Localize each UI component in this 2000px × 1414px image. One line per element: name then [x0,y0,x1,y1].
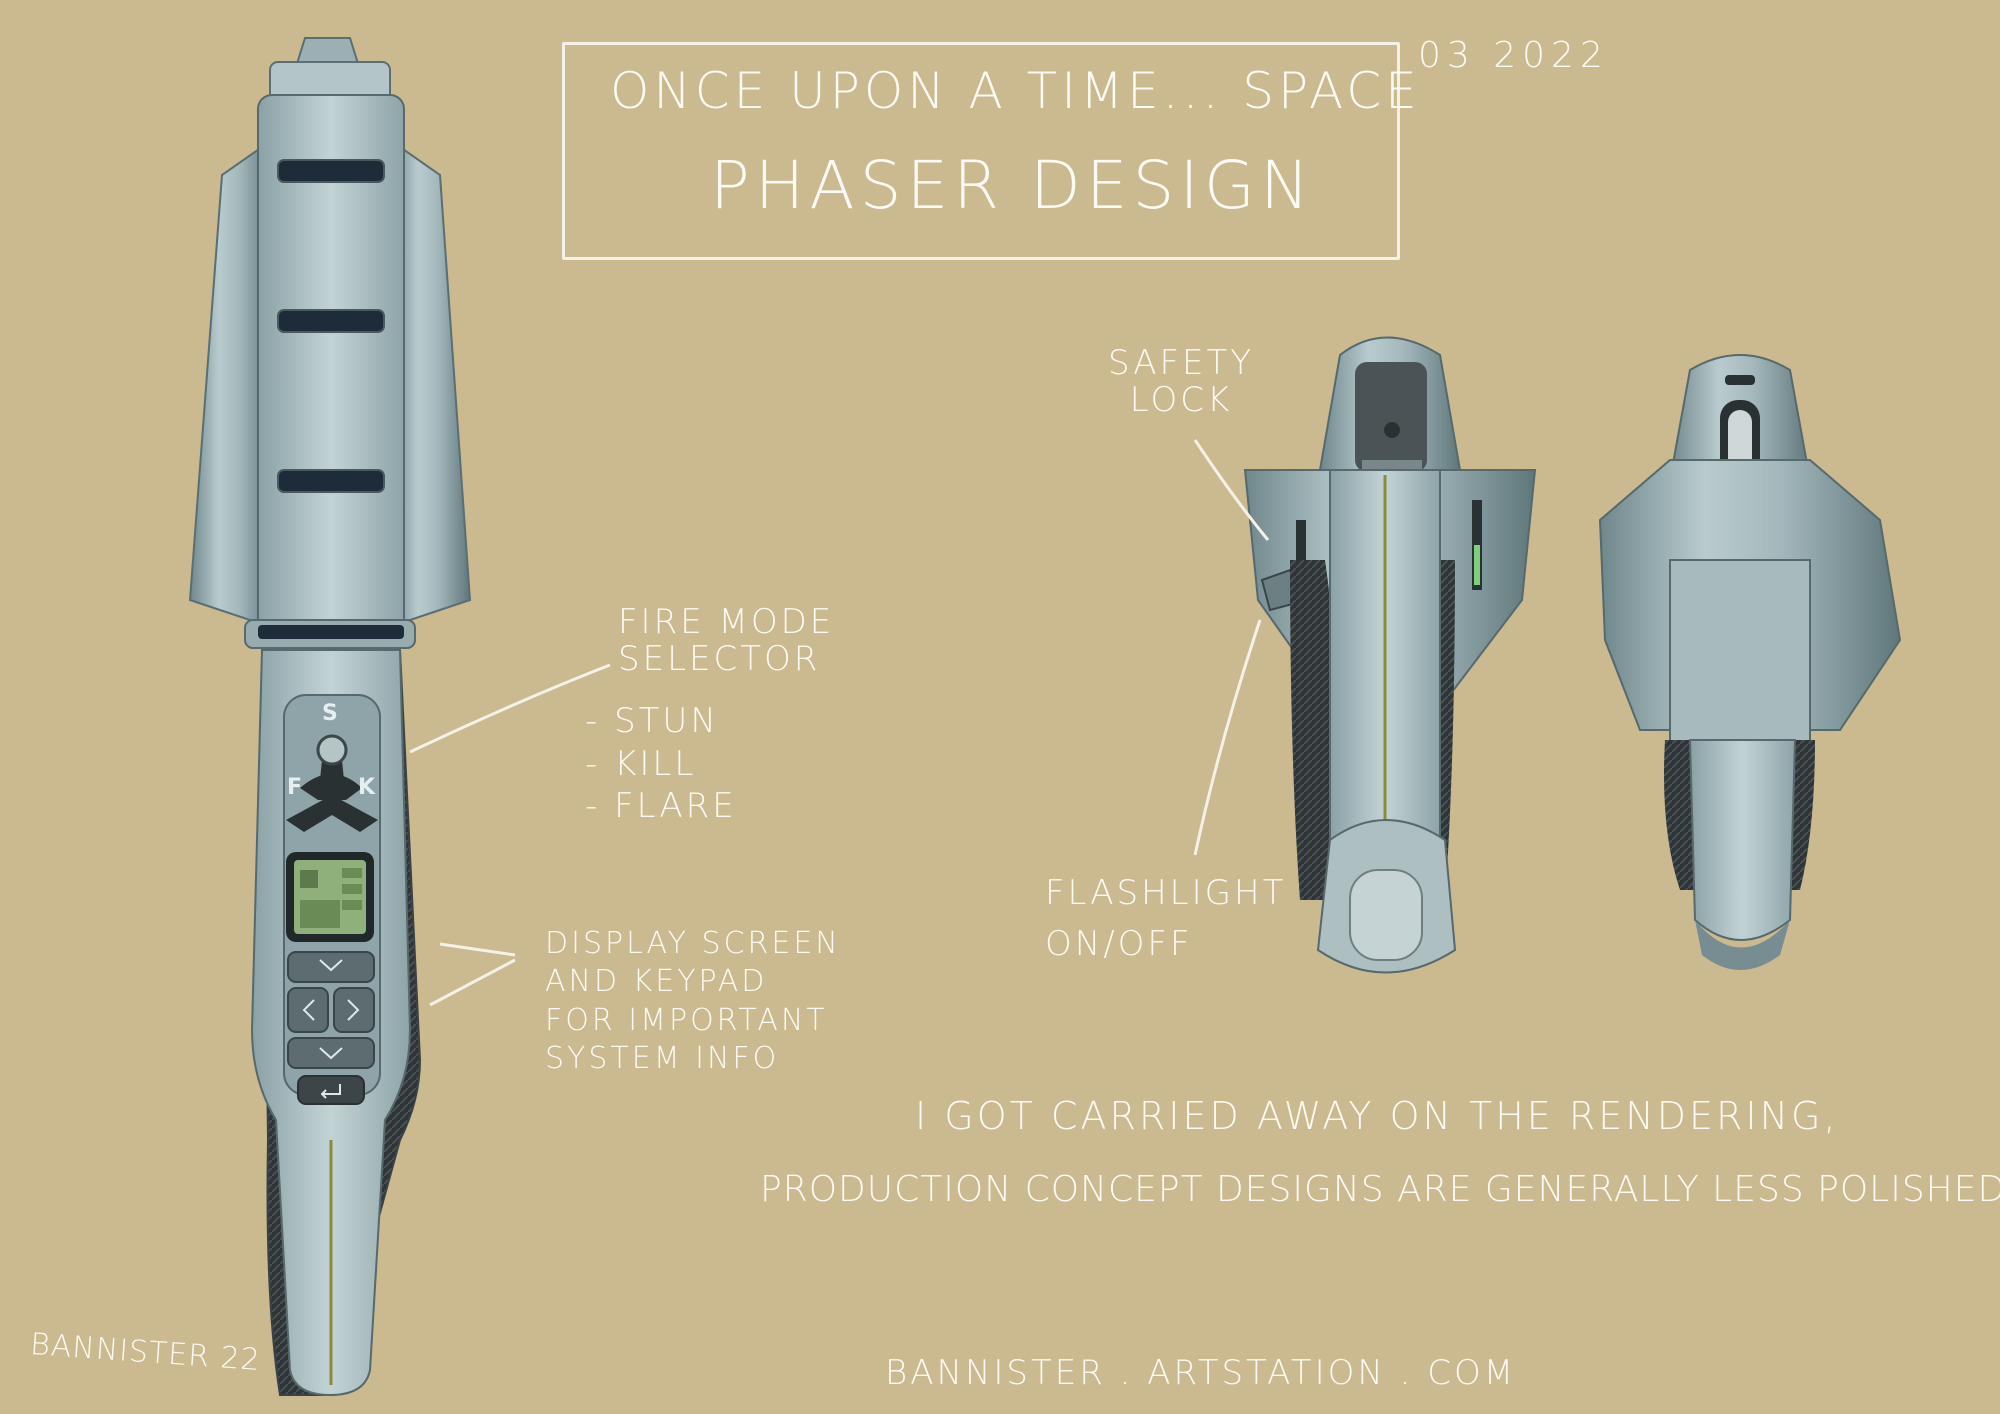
fire-mode-option-flare: - FLARE [585,786,737,826]
fire-mode-option-kill: - KILL [585,743,697,784]
note-line-1: I GOT CARRIED AWAY ON THE RENDERING, [915,1094,1839,1138]
selector-letter-kill: K [358,775,379,800]
fire-mode-heading-1: FIRE MODE [618,602,835,642]
safety-label-line-2: LOCK [1129,380,1233,421]
fire-mode-label: FIRE MODE SELECTOR [618,602,835,680]
flashlight-label-line-1: FLASHLIGHT [1045,873,1287,913]
phaser-back-view [1598,354,1902,970]
phaser-top-view [188,37,472,1397]
title-box [562,42,1400,260]
display-label-line-3: FOR IMPORTANT [545,1002,828,1038]
selector-letter-flare: F [287,775,306,800]
safety-label-line-1: SAFETY [1108,343,1255,383]
display-label: DISPLAY SCREEN AND KEYPAD FOR IMPORTANT … [545,925,841,1079]
note-line-2: PRODUCTION CONCEPT DESIGNS ARE GENERALLY… [760,1169,2000,1210]
annotation-pointers [409,439,1270,1007]
selector-letter-stun: S [322,701,341,726]
phaser-front-view [1243,336,1537,974]
display-label-line-4: SYSTEM INFO [545,1041,780,1077]
title-line-1: ONCE UPON A TIME... SPACE [610,62,1421,120]
title-line-2: PHASER DESIGN [710,147,1315,224]
display-label-line-1: DISPLAY SCREEN [545,926,841,961]
fire-mode-heading-2: SELECTOR [618,639,821,680]
flashlight-label: FLASHLIGHT ON/OFF [1045,868,1286,970]
fire-mode-options: - STUN - KILL - FLARE [585,700,737,828]
date-label: 03 2022 [1418,35,1609,76]
flashlight-label-line-2: ON/OFF [1045,924,1193,964]
fire-mode-option-stun: - STUN [585,701,719,741]
safety-lock-label: SAFETY LOCK [1108,343,1255,421]
display-label-line-2: AND KEYPAD [545,964,768,1000]
website-link: BANNISTER . ARTSTATION . COM [885,1353,1517,1393]
